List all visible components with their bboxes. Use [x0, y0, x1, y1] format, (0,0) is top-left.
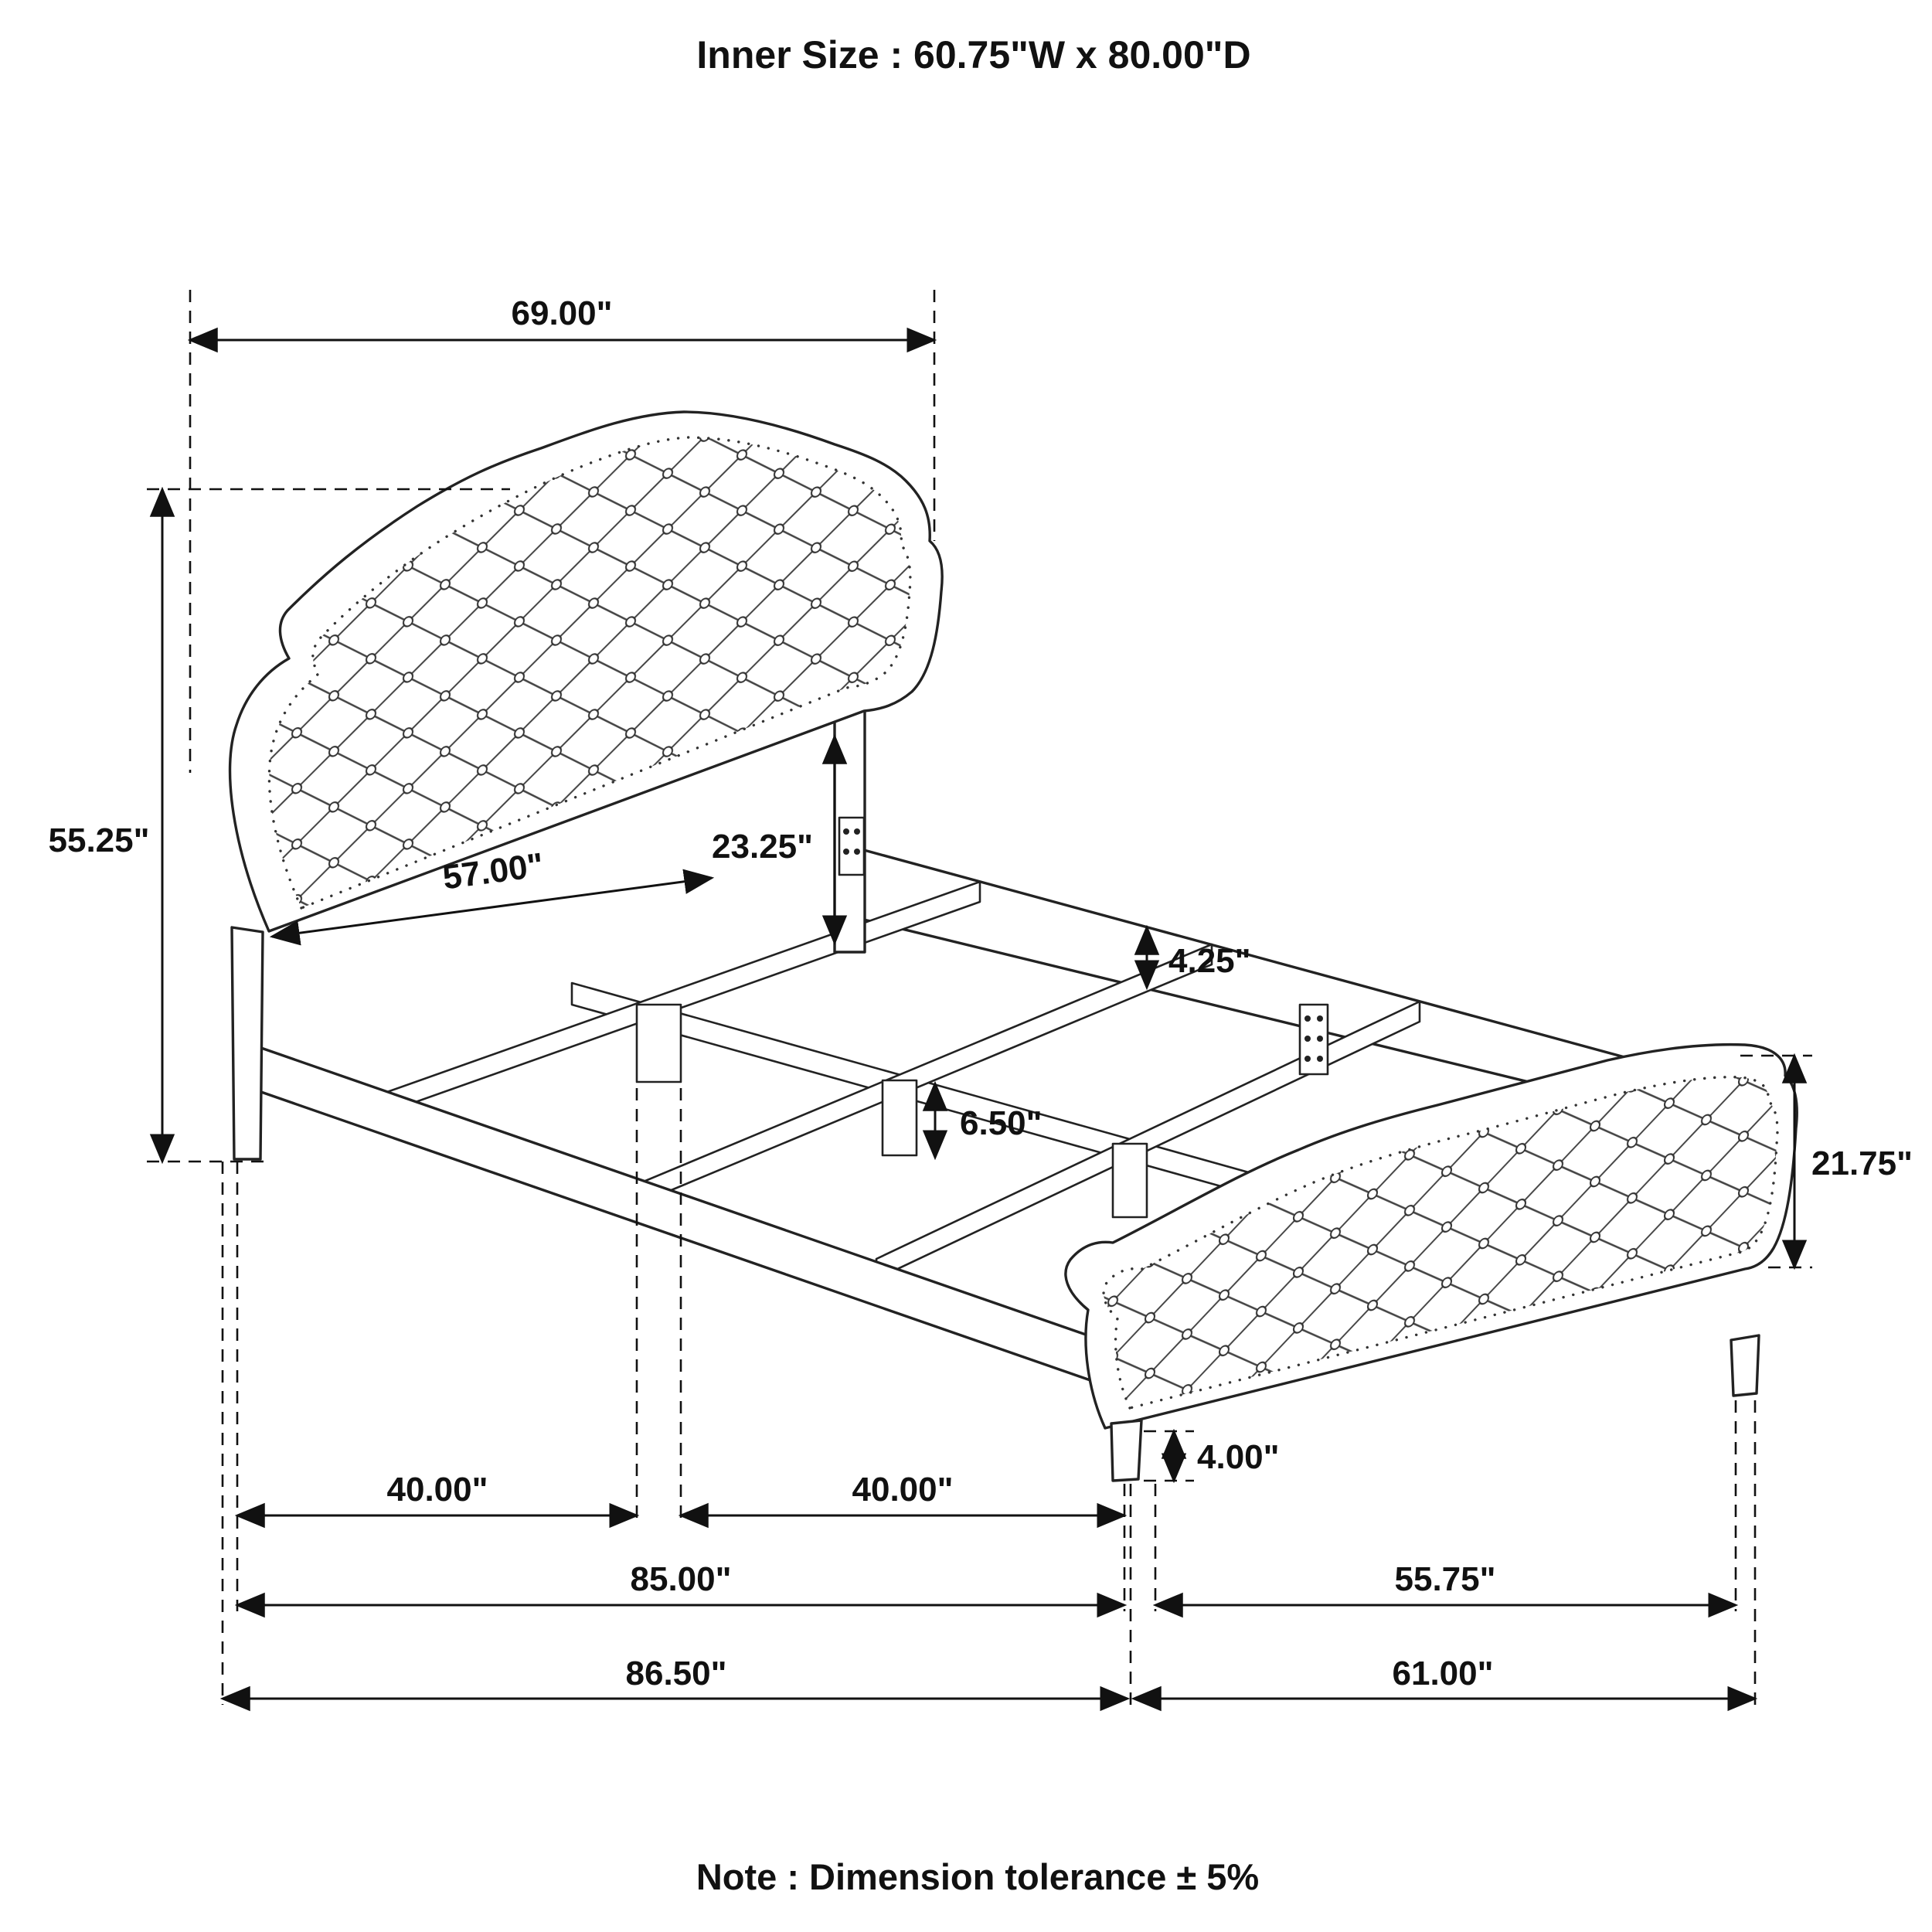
headboard-tufting — [269, 437, 910, 908]
footboard — [1064, 1043, 1798, 1482]
dim-span-40-left-label: 40.00" — [387, 1471, 488, 1509]
dim-rail-height: 4.25" — [1134, 924, 1251, 991]
near-side-rail — [257, 1046, 1161, 1406]
post-bracket-plate — [838, 816, 866, 876]
dim-post-height-label: 23.25" — [712, 828, 813, 866]
dim-span-40-right: 40.00" — [678, 1471, 1128, 1529]
footboard-far-leg — [1730, 1334, 1760, 1397]
headboard-left-leg — [230, 926, 264, 1161]
dim-footboard-leg-height-label: 4.00" — [1197, 1438, 1280, 1476]
bed-drawing — [228, 410, 1798, 1482]
rail-bracket-plate — [1298, 1003, 1329, 1076]
dim-post-height: 23.25" — [712, 733, 848, 946]
dim-span-5575-label: 55.75" — [1395, 1560, 1496, 1598]
center-leg-1 — [635, 1003, 682, 1083]
far-side-rail — [862, 849, 1663, 1116]
dim-center-leg-height-label: 6.50" — [960, 1104, 1043, 1142]
dim-footboard-height: 21.75" — [1740, 1053, 1913, 1270]
footboard-near-leg — [1110, 1419, 1143, 1482]
dim-headboard-height-label: 55.25" — [49, 821, 150, 859]
dim-headboard-height: 55.25" — [49, 486, 510, 1165]
dim-span-61-label: 61.00" — [1393, 1655, 1494, 1692]
dim-span-40-right-label: 40.00" — [852, 1471, 954, 1509]
dim-span-8650-label: 86.50" — [626, 1655, 727, 1692]
dim-span-8650: 86.50" — [219, 1655, 1131, 1712]
dim-center-leg-height: 6.50" — [922, 1080, 1043, 1161]
center-leg-3 — [1111, 1142, 1148, 1219]
extension-lines — [221, 1088, 1757, 1705]
dim-rail-height-label: 4.25" — [1168, 942, 1251, 980]
center-leg-2 — [881, 1079, 918, 1157]
dim-span-5575: 55.75" — [1152, 1560, 1739, 1618]
dim-span-61: 61.00" — [1131, 1655, 1758, 1712]
dim-span-85: 85.00" — [234, 1560, 1128, 1618]
dim-footboard-height-label: 21.75" — [1811, 1145, 1913, 1182]
dim-headboard-width: 69.00" — [187, 290, 937, 773]
tolerance-note: Note : Dimension tolerance ± 5% — [696, 1856, 1259, 1897]
page-title: Inner Size : 60.75"W x 80.00"D — [696, 33, 1250, 77]
dim-span-85-label: 85.00" — [631, 1560, 732, 1598]
dim-headboard-width-label: 69.00" — [512, 294, 613, 332]
dim-span-40-left: 40.00" — [234, 1471, 640, 1529]
dim-footboard-leg-height: 4.00" — [1144, 1428, 1280, 1484]
